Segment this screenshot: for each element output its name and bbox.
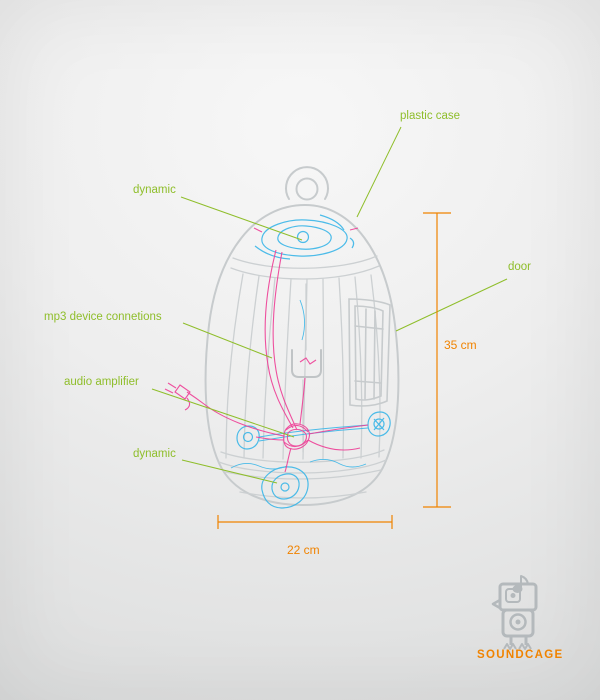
soundcage-logo-icon xyxy=(491,575,538,650)
leader-mp3-connections xyxy=(182,322,273,359)
leader-dynamic-top xyxy=(180,196,303,241)
label-plastic-case: plastic case xyxy=(400,110,461,122)
cage-body xyxy=(204,203,400,507)
plug-sketch xyxy=(174,384,191,400)
handle-ring-inner xyxy=(295,177,319,201)
cage-outline xyxy=(204,166,400,507)
leader-lines xyxy=(151,126,508,484)
label-door: door xyxy=(508,261,532,273)
logo-speaker xyxy=(509,613,527,631)
logo-foot-right xyxy=(518,643,532,650)
width-measure-label: 22 cm xyxy=(287,543,320,557)
door-outer-frame xyxy=(348,298,391,407)
leader-door xyxy=(395,278,508,332)
logo-foot-left xyxy=(503,643,517,650)
wiring-sketch xyxy=(164,227,369,473)
leader-audio-amplifier xyxy=(151,388,295,438)
logo-eye xyxy=(510,593,516,598)
handle-ring-outer xyxy=(285,166,329,200)
label-audio-amplifier: audio amplifier xyxy=(64,376,139,388)
cage-door xyxy=(348,298,391,407)
logo-beak xyxy=(491,598,501,610)
leader-dynamic-bottom xyxy=(181,459,278,484)
top-speaker-sketch xyxy=(254,214,355,260)
label-mp3-connections: mp3 device connetions xyxy=(44,311,162,323)
door-inner-frame xyxy=(354,305,384,401)
brand-name: SOUNDCAGE xyxy=(477,649,564,661)
cage-illustration xyxy=(204,166,400,507)
height-measurement xyxy=(423,212,451,508)
height-measure-label: 35 cm xyxy=(444,338,477,352)
logo-body xyxy=(501,608,535,638)
amplifier-knot xyxy=(283,423,310,450)
mp3-holder xyxy=(291,349,322,378)
label-dynamic-bottom: dynamic xyxy=(133,448,176,460)
leader-plastic-case xyxy=(356,126,402,218)
label-dynamic-top: dynamic xyxy=(133,184,176,196)
width-measurement xyxy=(217,515,393,529)
logo-eye-screen xyxy=(505,588,521,603)
